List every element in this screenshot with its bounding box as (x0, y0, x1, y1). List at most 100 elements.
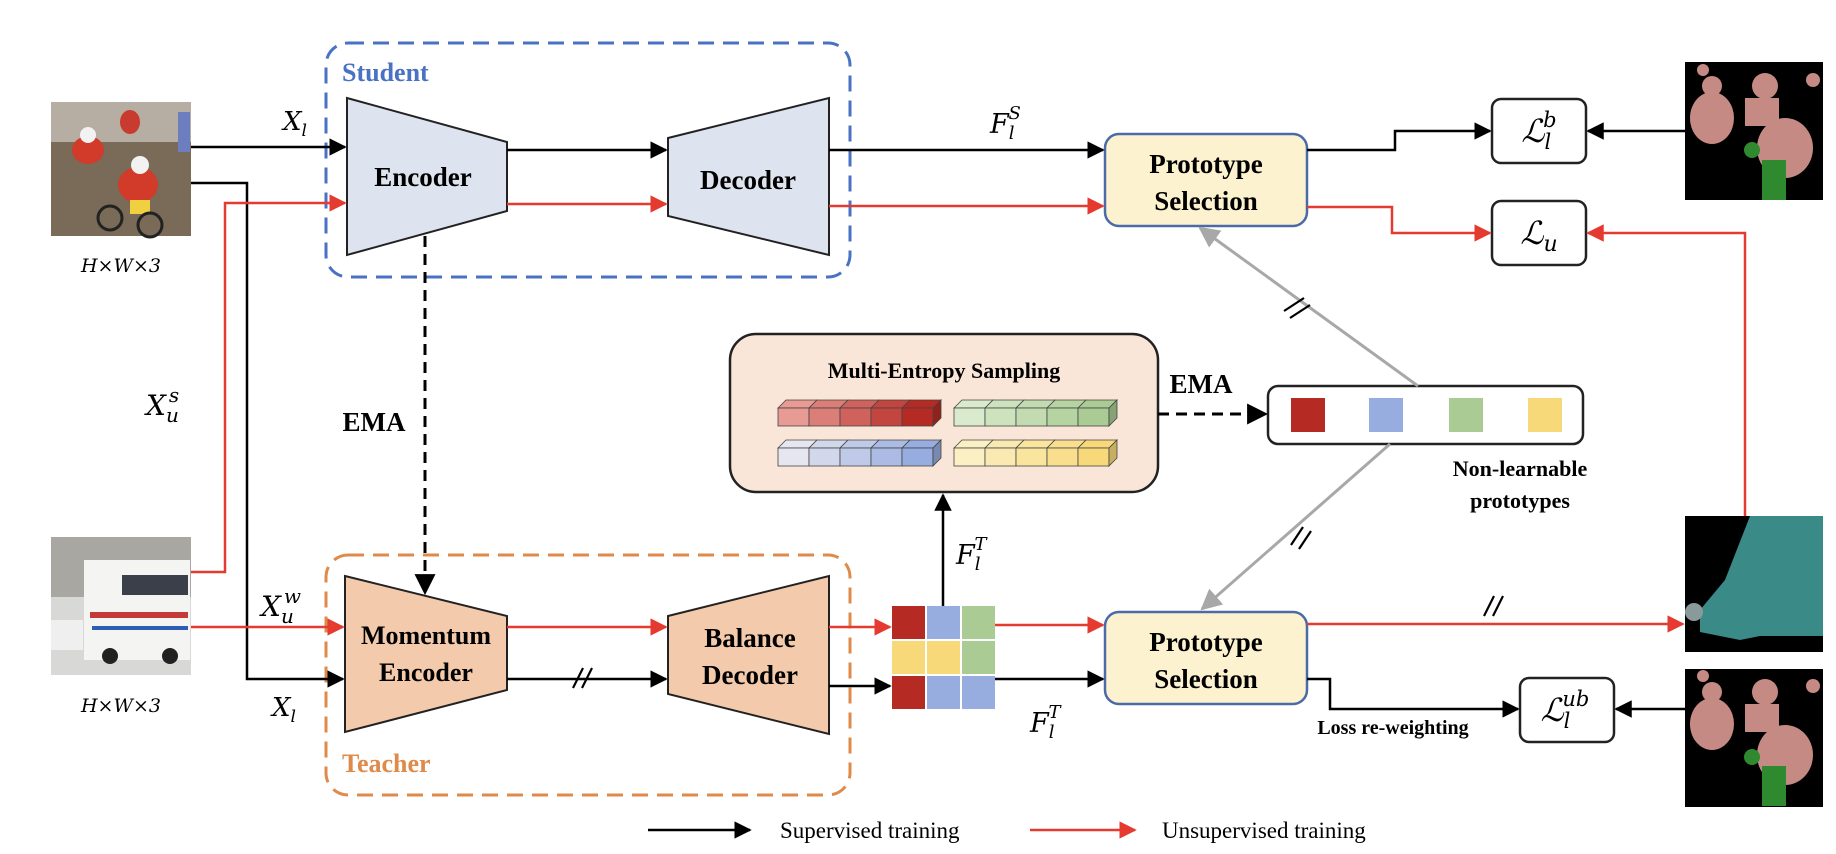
ema-dashed-arrows (414, 236, 1269, 596)
student-encoder-block (346, 96, 508, 257)
prototype-selection-top (1103, 132, 1309, 228)
cube-side-2 (932, 439, 942, 467)
symbol-flt-bottom: FlT (1029, 702, 1063, 743)
cube-front-2-4 (901, 447, 934, 467)
arrow-xus-to-encoder (191, 194, 347, 574)
cube-front-1-1 (984, 407, 1017, 427)
dims-top: H×W×3 (80, 255, 161, 277)
momentum-encoder-label-1: Momentum (361, 621, 491, 650)
symbol-fls-sup: S (1009, 103, 1021, 124)
loss-lu: ℒu (1520, 214, 1557, 257)
cube-side-1 (1108, 399, 1118, 427)
ema-vertical-label: EMA (343, 407, 406, 437)
dims-bottom: H×W×3 (80, 695, 161, 717)
cube-front-3-4 (1077, 447, 1110, 467)
loss-lub: ℒlub (1541, 687, 1590, 733)
arrow-mask-to-lu (1586, 224, 1747, 516)
cube-front-3-2 (1015, 447, 1048, 467)
cube-front-0-0 (777, 407, 810, 427)
arrow-prototypes-to-selection-bottom (1200, 442, 1391, 611)
multi-entropy-sampling-title: Multi-Entropy Sampling (828, 358, 1060, 383)
arrow-prototype-to-lb (1307, 122, 1492, 152)
symbol-xuw: Xuw (259, 584, 301, 628)
segmentation-mask-bottom (1685, 669, 1823, 807)
stop-gradient-marks-gray (1283, 297, 1312, 550)
symbol-flt-up-base: F (955, 540, 976, 571)
symbol-xus-sup: s (169, 383, 179, 407)
cube-front-1-3 (1046, 407, 1079, 427)
balance-decoder-label-1: Balance (704, 623, 796, 653)
loss-lub-box (1518, 676, 1616, 744)
symbol-xus: Xus (144, 383, 179, 427)
symbol-flt-bottom-base: F (1029, 708, 1050, 739)
cube-side-0 (932, 399, 942, 427)
symbol-flt-bottom-sub: l (1049, 722, 1055, 743)
symbol-xuw-sub: u (281, 604, 294, 628)
segmentation-mask-middle (1685, 516, 1823, 652)
symbol-xl-top: Xl (281, 107, 307, 141)
symbol-flt-up-sup: T (975, 534, 989, 555)
loss-lub-sub: l (1564, 709, 1571, 733)
cube-front-2-3 (870, 447, 903, 467)
cube-front-2-2 (839, 447, 872, 467)
balance-decoder-label-2: Decoder (702, 660, 798, 690)
symbol-xl-bottom-base: X (270, 693, 292, 723)
arrow-prototypes-to-selection-top (1198, 226, 1419, 388)
cube-front-3-0 (953, 447, 986, 467)
cube-front-1-0 (953, 407, 986, 427)
arrow-prototype-bottom-to-lub (1307, 677, 1520, 718)
symbol-flt-up: FlT (955, 534, 989, 575)
stop-gradient-marks (572, 595, 1504, 689)
momentum-encoder-block (344, 574, 508, 734)
prototype-selection-top-label-1: Prototype (1149, 149, 1262, 179)
symbol-fls-base: F (989, 109, 1010, 140)
cube-front-2-0 (777, 447, 810, 467)
prototype-selection-bottom-label-2: Selection (1154, 664, 1257, 694)
symbol-xl-bottom: Xl (270, 693, 296, 727)
loss-lu-sub: u (1543, 232, 1557, 257)
arrow-xl-to-momentum (191, 181, 345, 688)
prototype-red (1291, 398, 1325, 432)
loss-lub-sup: ub (1562, 687, 1589, 711)
momentum-encoder-label-2: Encoder (379, 658, 473, 687)
prototype-selection-bottom (1103, 610, 1309, 706)
loss-lb-sub: l (1544, 130, 1551, 154)
symbol-xus-sub: u (166, 403, 179, 427)
cube-front-0-1 (808, 407, 841, 427)
symbol-xl-top-base: X (281, 107, 303, 137)
teacher-label: Teacher (342, 749, 431, 778)
cube-front-2-1 (808, 447, 841, 467)
bicycle-photo (51, 102, 191, 239)
cube-front-0-4 (901, 407, 934, 427)
arrow-prototype-to-lu (1307, 205, 1492, 242)
prototype-blue (1369, 398, 1403, 432)
symbol-xl-top-sub: l (302, 121, 307, 141)
teacher-group (324, 553, 852, 797)
symbol-xuw-sup: w (284, 584, 301, 608)
prototype-selection-top-label-2: Selection (1154, 186, 1257, 216)
loss-lb-base: ℒ (1521, 112, 1545, 150)
symbol-xus-base: X (144, 389, 167, 422)
loss-lu-base: ℒ (1520, 214, 1544, 252)
prototype-yellow (1528, 398, 1562, 432)
cube-front-0-3 (870, 407, 903, 427)
loss-lb-box (1490, 97, 1588, 165)
student-decoder-block (667, 96, 830, 257)
legend-unsupervised-label: Unsupervised training (1162, 818, 1366, 843)
non-learnable-label-2: prototypes (1470, 488, 1570, 513)
balance-decoder-block (667, 574, 830, 736)
gray-arrows (1198, 226, 1419, 611)
cube-front-0-2 (839, 407, 872, 427)
student-group (324, 41, 852, 279)
loss-lb: ℒlb (1521, 108, 1556, 154)
prototype-cubes (777, 399, 1118, 467)
cube-front-1-4 (1077, 407, 1110, 427)
symbol-fls: FlS (989, 103, 1021, 144)
unsupervised-arrows (191, 194, 1747, 839)
student-label: Student (342, 58, 429, 87)
legend-supervised-label: Supervised training (780, 818, 960, 843)
segmentation-mask-top (1685, 62, 1823, 200)
student-decoder-label: Decoder (700, 165, 796, 195)
feature-grid (892, 606, 995, 709)
